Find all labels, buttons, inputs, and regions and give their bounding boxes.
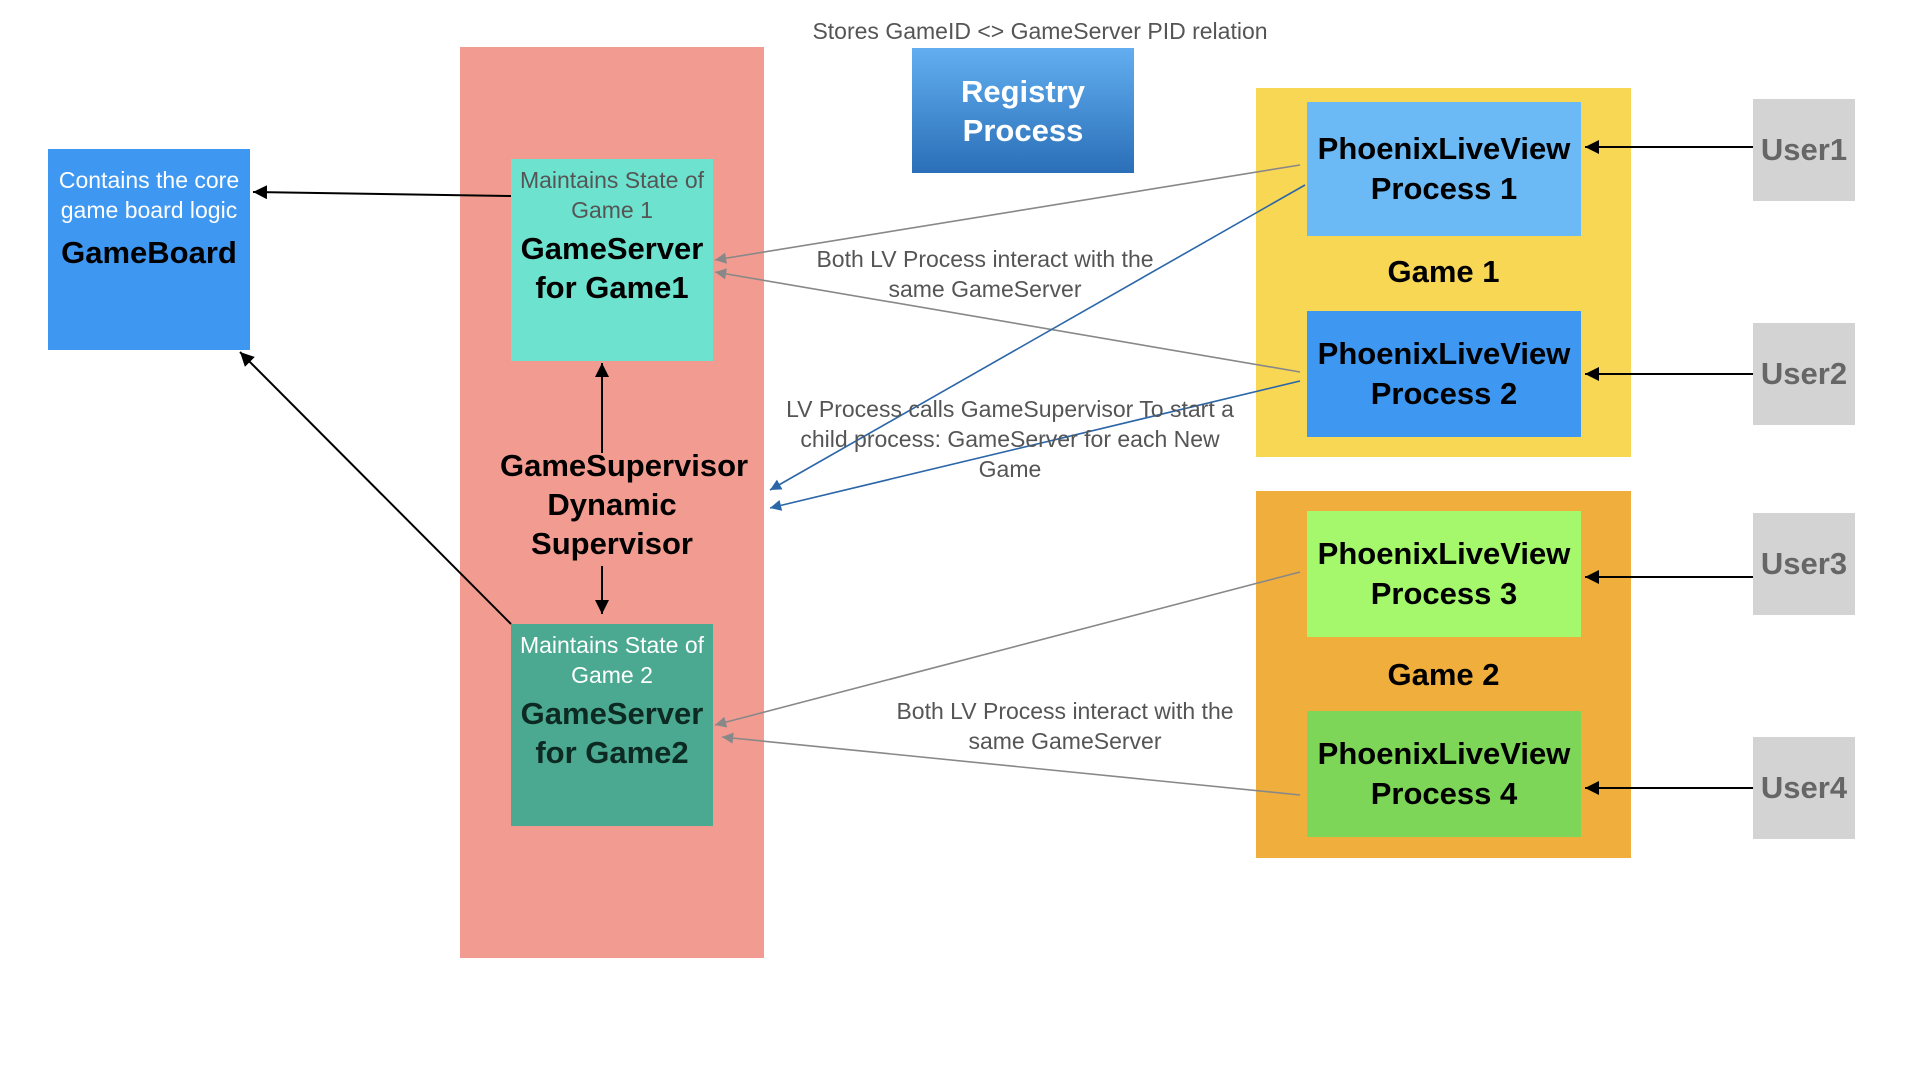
arrow-lv1-to-gameserver1 xyxy=(714,164,1301,264)
user-3-node[interactable]: User3 xyxy=(1753,513,1855,615)
arrow-lv1-to-supervisor xyxy=(769,184,1306,491)
game-supervisor-label: GameSupervisor Dynamic Supervisor xyxy=(500,448,749,561)
liveview-process-2-node[interactable]: PhoenixLiveView Process 2 xyxy=(1307,311,1581,437)
gameboard-node[interactable]: Contains the core game board logic GameB… xyxy=(48,149,250,350)
game-2-label: Game 2 xyxy=(1387,657,1500,692)
arrow-gameserver1-to-gameboard xyxy=(252,185,512,200)
arrow-gameserver2-to-gameboard xyxy=(239,351,512,625)
liveview-process-2-title: PhoenixLiveView Process 2 xyxy=(1317,336,1571,411)
gameserver-game2-title: GameServer for Game2 xyxy=(520,696,704,770)
user-4-label: User4 xyxy=(1760,770,1848,805)
game-2-interaction-note: Both LV Process interact with the same G… xyxy=(896,698,1234,754)
user-2-label: User2 xyxy=(1760,356,1848,391)
arrow-lv2-to-gameserver1 xyxy=(714,268,1301,373)
registry-process-node[interactable]: Registry Process xyxy=(912,48,1134,173)
arrow-lv2-to-supervisor xyxy=(769,380,1301,511)
liveview-process-1-title: PhoenixLiveView Process 1 xyxy=(1317,131,1571,206)
gameserver-game2-subtitle: Maintains State of Game 2 xyxy=(519,632,705,688)
game-1-label: Game 1 xyxy=(1387,254,1500,289)
arrow-lv3-to-gameserver2 xyxy=(714,571,1301,728)
liveview-process-1-node[interactable]: PhoenixLiveView Process 1 xyxy=(1307,102,1581,236)
game-1-interaction-note: Both LV Process interact with the same G… xyxy=(816,246,1154,302)
gameserver-game1-subtitle: Maintains State of Game 1 xyxy=(519,167,705,223)
supervisor-call-note: LV Process calls GameSupervisor To start… xyxy=(786,396,1234,482)
user-2-node[interactable]: User2 xyxy=(1753,323,1855,425)
user-4-node[interactable]: User4 xyxy=(1753,737,1855,839)
gameserver-game2-node[interactable]: Maintains State of Game 2 GameServer for… xyxy=(511,624,713,826)
gameserver-game1-node[interactable]: Maintains State of Game 1 GameServer for… xyxy=(511,159,713,361)
registry-note: Stores GameID <> GameServer PID relation xyxy=(812,18,1268,44)
user-1-node[interactable]: User1 xyxy=(1753,99,1855,201)
gameboard-title: GameBoard xyxy=(61,235,237,270)
liveview-process-4-node[interactable]: PhoenixLiveView Process 4 xyxy=(1307,711,1581,837)
registry-title: Registry Process xyxy=(960,73,1086,148)
gameboard-description: Contains the core game board logic xyxy=(58,167,240,223)
liveview-process-3-node[interactable]: PhoenixLiveView Process 3 xyxy=(1307,511,1581,637)
user-1-label: User1 xyxy=(1760,132,1848,167)
liveview-process-4-title: PhoenixLiveView Process 4 xyxy=(1317,736,1571,811)
arrow-lv4-to-gameserver2 xyxy=(721,732,1301,796)
user-3-label: User3 xyxy=(1760,546,1848,581)
gameserver-game1-title: GameServer for Game1 xyxy=(520,231,704,305)
liveview-process-3-title: PhoenixLiveView Process 3 xyxy=(1317,536,1571,611)
